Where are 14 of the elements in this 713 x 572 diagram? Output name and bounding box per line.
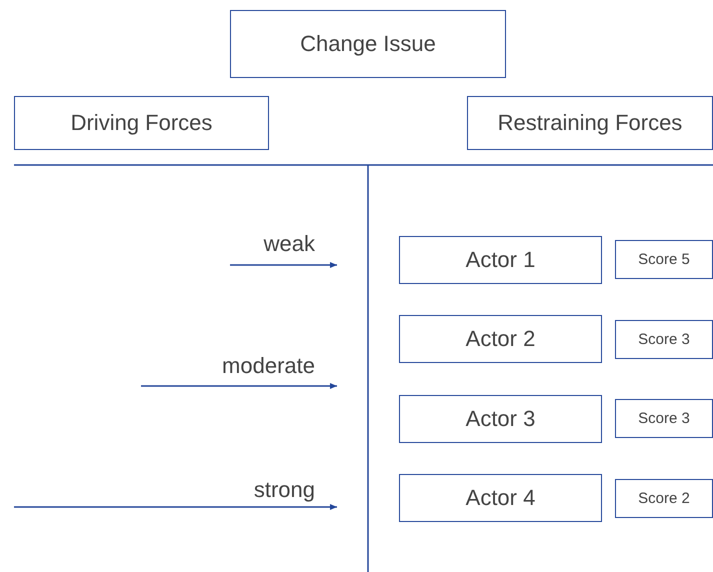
force-strength-label: moderate	[222, 353, 315, 379]
score-box: Score 3	[615, 320, 713, 359]
heading-box: Restraining Forces	[467, 96, 713, 150]
actor-box: Actor 1	[399, 236, 602, 284]
score-box: Score 5	[615, 240, 713, 279]
title-box: Change Issue	[230, 10, 506, 78]
score-box: Score 3	[615, 399, 713, 438]
actor-box: Actor 4	[399, 474, 602, 522]
score-box: Score 2	[615, 479, 713, 518]
actor-box: Actor 2	[399, 315, 602, 363]
heading-box: Driving Forces	[14, 96, 269, 150]
force-strength-label: weak	[264, 231, 315, 257]
force-strength-label: strong	[254, 477, 315, 503]
actor-box: Actor 3	[399, 395, 602, 443]
